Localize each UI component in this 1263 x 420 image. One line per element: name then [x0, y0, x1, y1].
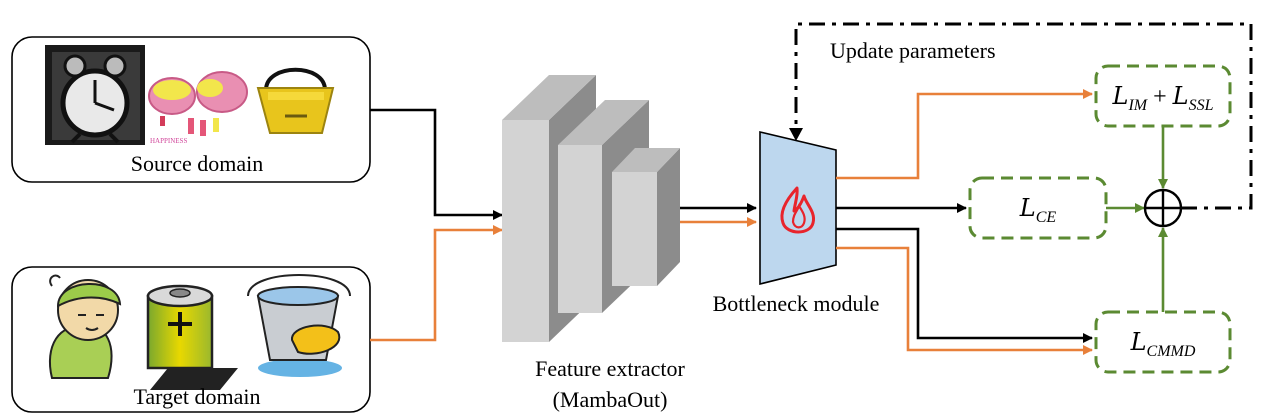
candy-tins-image: HAPPINESS [148, 71, 248, 145]
bottleneck-label: Bottleneck module [713, 291, 880, 316]
update-parameters-label: Update parameters [830, 38, 996, 63]
alarm-clock-image [45, 45, 145, 145]
bottleneck-to-cmmd-arrow-source [836, 227, 1093, 343]
target-domain-label: Target domain [134, 384, 261, 409]
feature-extractor-sublabel: (MambaOut) [553, 387, 668, 412]
target-input-arrow [370, 225, 503, 342]
update-parameters-arrowhead [789, 128, 803, 141]
loss-ce-box: LCE [968, 176, 1108, 240]
feature-extractor-label: Feature extractor [535, 356, 685, 381]
bucket-sponge-image [247, 274, 351, 377]
bottleneck-to-cmmd-arrow-target [836, 246, 1093, 355]
bottleneck-to-im-ssl-arrow [836, 89, 1093, 180]
loss-im-ssl-box: LIM+LSSL [1094, 64, 1232, 128]
loss-cmmd-formula: LCMMD [1130, 328, 1196, 360]
feature-extractor-blocks [502, 75, 680, 342]
cartoon-character-image [48, 274, 122, 379]
source-domain-label: Source domain [131, 151, 264, 176]
update-parameters-arrow [794, 22, 1253, 210]
source-input-arrow [370, 108, 503, 220]
candy-tins-caption: HAPPINESS [150, 137, 187, 145]
bottleneck-module [759, 130, 837, 286]
source-domain-panel: HAPPINESS Source domain [11, 36, 371, 183]
loss-ce-formula: LCE [1019, 194, 1057, 226]
battery-image [146, 284, 238, 390]
loss-im-ssl-formula: LIM+LSSL [1112, 82, 1214, 114]
loss-cmmd-box: LCMMD [1094, 310, 1232, 374]
sum-node [1143, 188, 1183, 228]
yellow-basket-image [256, 67, 335, 134]
target-domain-panel: Target domain [11, 266, 371, 413]
flame-icon [780, 186, 816, 234]
